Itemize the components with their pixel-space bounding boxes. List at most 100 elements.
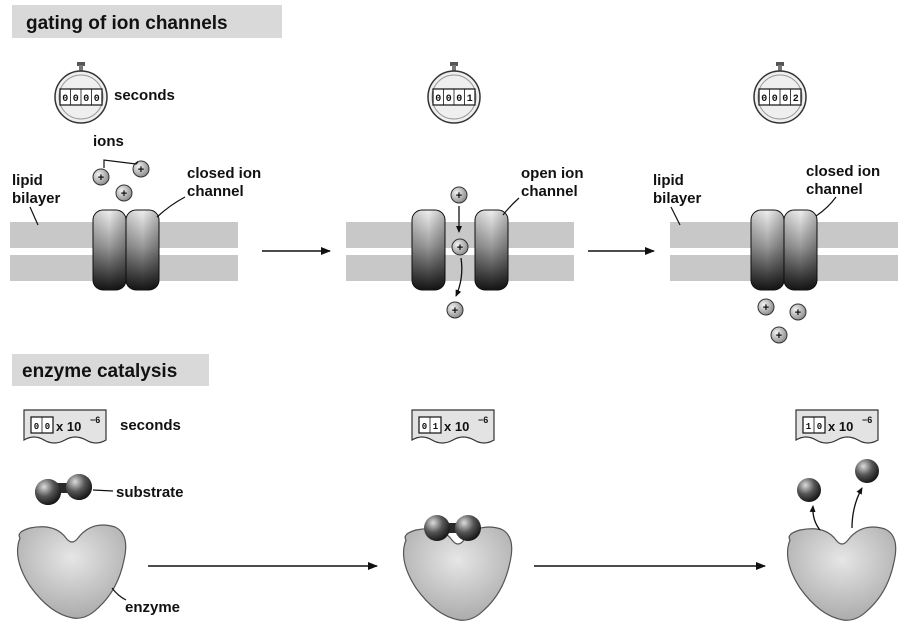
closed-channel-pointer-line (815, 196, 837, 217)
stopwatch-digit: 0 (446, 94, 452, 105)
ion-charge: + (452, 305, 458, 317)
open-channel-label-line1: open ion (521, 165, 584, 182)
timer-multiplier: x 10 (828, 419, 853, 434)
timer-exponent: −6 (90, 415, 100, 425)
ion-3: + (115, 184, 133, 202)
channel-shade (784, 210, 817, 290)
timer-digit: 0 (45, 422, 50, 432)
stopwatch-crown-icon (77, 62, 85, 66)
channel-shade (126, 210, 159, 290)
closed-ion-channel (92, 209, 160, 291)
ion-7: + (757, 298, 775, 316)
enzyme-shape (787, 526, 897, 621)
stopwatch-digit: 0 (772, 94, 778, 105)
gating-title-banner: gating of ion channels (12, 5, 282, 38)
lipid-pointer-line (670, 206, 681, 226)
ion-charge: + (98, 172, 104, 184)
stopwatch-2: 0 0 0 1 (427, 62, 481, 124)
ion-6: + (446, 301, 464, 319)
timer-multiplier: x 10 (444, 419, 469, 434)
stopwatch-ring (757, 74, 803, 120)
channel-shade (412, 210, 445, 290)
timer-multiplier: x 10 (56, 419, 81, 434)
channel-shade (475, 210, 508, 290)
membrane-panel-3 (670, 209, 898, 291)
substrate-ball-icon (424, 515, 450, 541)
ion-8: + (789, 303, 807, 321)
enzyme-label: enzyme (125, 599, 180, 616)
enzyme-shape (403, 526, 513, 621)
stopwatch-digit: 0 (94, 94, 100, 105)
ion-1: + (92, 168, 110, 186)
substrate-molecule (35, 474, 92, 505)
enzyme-timer-1: 0 0 x 10 −6 (23, 409, 107, 444)
bound-substrate (424, 515, 481, 541)
ion-2: + (132, 160, 150, 178)
ion-9: + (770, 326, 788, 344)
enzyme-title-bar (12, 354, 209, 386)
membrane-panel-1 (10, 209, 238, 291)
substrate-bond (52, 483, 76, 493)
stopwatch-crown-icon (450, 62, 458, 66)
stopwatch-ring (431, 74, 477, 120)
ion-charge: + (776, 330, 782, 342)
stopwatch-crown-icon (776, 62, 784, 66)
lipid-label-line1: lipid (12, 172, 43, 189)
substrate-ball-icon (455, 515, 481, 541)
ions-label: ions (93, 133, 124, 150)
closed-channel-pointer-line (156, 196, 186, 218)
substrate-ball-icon (35, 479, 61, 505)
open-channel-pointer-line (502, 197, 520, 216)
stopwatch-1: 0 0 0 0 (54, 62, 108, 124)
timer-digit: 1 (433, 422, 439, 432)
stopwatch-ring (58, 74, 104, 120)
enzyme-title-banner: enzyme catalysis (12, 354, 209, 386)
ions-pointer-line (103, 159, 139, 168)
ion-charge: + (138, 164, 144, 176)
ion-flow-arrow (455, 257, 463, 297)
ion-charge: + (121, 188, 127, 200)
stopwatch-digit: 0 (456, 94, 462, 105)
enzyme-shape (17, 524, 127, 619)
lipid-label-line2: bilayer (653, 190, 702, 207)
substrate-label: substrate (116, 484, 184, 501)
timer-exponent: −6 (478, 415, 488, 425)
closed-ion-channel (750, 209, 818, 291)
closed-channel-label-line1: closed ion (806, 163, 880, 180)
enzyme-timer-2: 0 1 x 10 −6 (411, 409, 495, 444)
substrate-ball-icon (66, 474, 92, 500)
closed-channel-label-line1: closed ion (187, 165, 261, 182)
timer-digit: 0 (422, 422, 427, 432)
ion-charge: + (457, 242, 463, 254)
enzyme-timer-3: 1 0 x 10 −6 (795, 409, 879, 444)
stopwatch-digit: 0 (62, 94, 68, 105)
timer-digit: 0 (34, 422, 39, 432)
ion-charge: + (456, 190, 462, 202)
lipid-bilayer-bottom (346, 255, 574, 281)
lipid-pointer-line (29, 206, 39, 226)
stopwatch-digit: 2 (793, 94, 799, 105)
stopwatch-stem-icon (778, 65, 782, 71)
stopwatch-digit: 0 (83, 94, 89, 105)
product-release-arrow (851, 487, 863, 529)
stopwatch-digit: 0 (73, 94, 79, 105)
stopwatch-digit: 1 (467, 94, 473, 105)
stopwatch-stem-icon (452, 65, 456, 71)
gating-title-bar (12, 5, 282, 38)
ion-5: + (451, 238, 469, 256)
substrate-bond (440, 523, 464, 533)
lipid-label-line2: bilayer (12, 190, 61, 207)
seconds-label: seconds (114, 87, 175, 104)
timer-exponent: −6 (862, 415, 872, 425)
seconds-label: seconds (120, 417, 181, 434)
ion-charge: + (763, 302, 769, 314)
ion-charge: + (795, 307, 801, 319)
product-ball-icon (855, 459, 879, 483)
stopwatch-stem-icon (79, 65, 83, 71)
closed-channel-label-line2: channel (187, 183, 244, 200)
substrate-pointer-line (92, 489, 114, 492)
open-channel-label-line2: channel (521, 183, 578, 200)
stopwatch-3: 0 0 0 2 (753, 62, 807, 124)
product-release-arrow (809, 505, 821, 531)
